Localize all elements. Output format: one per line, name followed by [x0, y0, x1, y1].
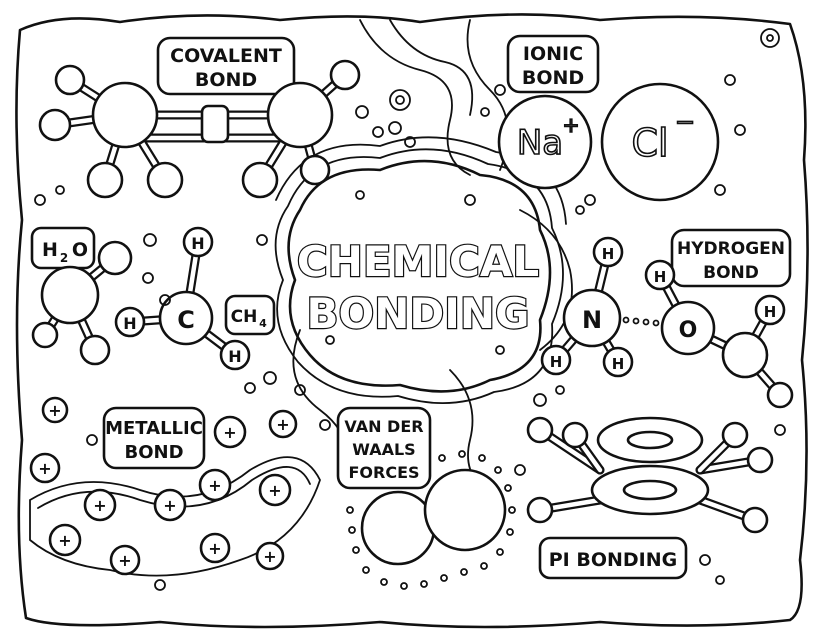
chlorine-symbol: Cl	[631, 121, 668, 165]
methane-h-top: H	[191, 234, 204, 253]
nitrogen-symbol: N	[582, 306, 602, 334]
ammonia-h-top: H	[602, 245, 615, 263]
vdw-label-line-2: WAALS	[352, 440, 415, 459]
svg-text:+: +	[58, 531, 71, 550]
covalent-label-line-2: BOND	[195, 69, 257, 91]
sodium-ion	[497, 94, 593, 190]
svg-text:+: +	[223, 423, 236, 442]
svg-text:+: +	[263, 547, 276, 566]
ammonia-h-left: H	[550, 353, 563, 371]
pi-bonding-section: PI BONDING	[514, 416, 786, 585]
page-border	[15, 13, 809, 629]
sodium-symbol: Na	[517, 123, 563, 163]
hydrogen-label-line-2: BOND	[703, 263, 759, 283]
metallic-label-line-2: BOND	[124, 442, 183, 463]
water-h-top: H	[654, 268, 667, 286]
title-line-1: CHEMICAL	[297, 237, 539, 286]
svg-text:+: +	[268, 481, 281, 500]
svg-text:+: +	[48, 401, 61, 420]
svg-text:+: +	[163, 496, 176, 515]
ammonia-nitrogen-atom	[562, 288, 622, 348]
methane-carbon-atom	[158, 290, 214, 346]
shared-electron-pair	[200, 104, 230, 144]
svg-text:+: +	[38, 459, 51, 478]
methane-formula-sub: 4	[259, 317, 267, 330]
vdw-atom-left	[360, 490, 436, 566]
covalent-atom-right	[266, 81, 334, 149]
water-methane-section: H 2 O CH 4 C H H H	[30, 226, 276, 371]
metal-cations: + + + + + + + + + + + +	[29, 396, 298, 576]
water-h-right: H	[764, 303, 777, 321]
chloride-ion	[600, 82, 720, 202]
pi-orbital-lower	[590, 464, 710, 516]
pi-orbital-upper	[596, 416, 704, 464]
metallic-bond-section: METALLIC BOND + + + + + + + + + + + +	[29, 384, 331, 591]
ionic-bond-section: IONIC BOND Na + Cl −	[480, 34, 746, 215]
methane-formula: CH	[231, 307, 258, 327]
decorative-bubbles	[34, 105, 565, 407]
methane-h-left: H	[123, 314, 136, 333]
svg-text:+: +	[208, 476, 221, 495]
ionic-label-line-1: IONIC	[523, 43, 583, 65]
sodium-charge: +	[563, 113, 580, 137]
hydrogen-bond-section: HYDROGEN BOND N H H H O H H	[540, 228, 794, 409]
hydrogen-label-line-1: HYDROGEN	[677, 239, 785, 259]
svg-text:+: +	[276, 415, 289, 434]
water-oxygen-atom-2	[660, 300, 716, 356]
methane-carbon-symbol: C	[177, 306, 195, 334]
chloride-charge: −	[675, 108, 695, 136]
svg-text:+: +	[93, 496, 106, 515]
ionic-label-line-2: BOND	[522, 67, 584, 89]
methane-h-bottom: H	[228, 347, 241, 366]
covalent-bond-section: COVALENT BOND	[38, 36, 361, 199]
water-formula-o: O	[72, 239, 88, 261]
title-line-2: BONDING	[307, 289, 530, 338]
oxygen-symbol: O	[679, 318, 698, 343]
pi-bonding-label: PI BONDING	[549, 549, 677, 571]
covalent-atom-left	[91, 81, 159, 149]
ammonia-h-right: H	[612, 355, 625, 373]
covalent-label-line-1: COVALENT	[170, 45, 282, 67]
water-oxygen-atom	[40, 265, 100, 325]
vdw-dotted-cloud	[346, 450, 516, 590]
vdw-label-line-1: VAN DER	[344, 417, 423, 436]
vdw-label-line-3: FORCES	[348, 463, 419, 482]
water-formula-sub: 2	[60, 251, 68, 265]
water-formula-h: H	[42, 239, 58, 261]
svg-text:+: +	[118, 551, 131, 570]
svg-text:+: +	[208, 539, 221, 558]
van-der-waals-section: VAN DER WAALS FORCES	[336, 406, 516, 590]
vdw-atom-right	[423, 468, 507, 552]
metallic-label-line-1: METALLIC	[105, 418, 203, 439]
